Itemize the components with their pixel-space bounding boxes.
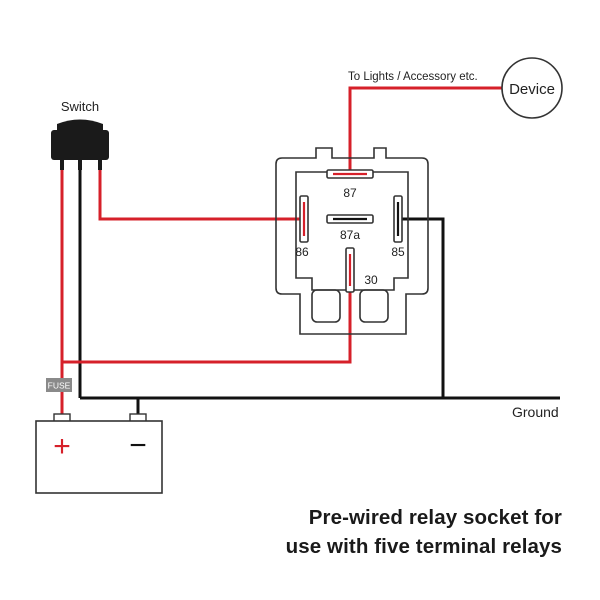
caption-line-2: use with five terminal relays <box>285 535 562 558</box>
battery-positive-symbol: + <box>53 430 71 463</box>
switch-terminal-left <box>60 159 64 170</box>
terminal-87-label: 87 <box>343 186 357 200</box>
wire-pin-30-feed <box>62 257 352 364</box>
device-circle <box>501 57 563 119</box>
ground-label: Ground <box>512 404 559 420</box>
device-label: Device <box>509 81 555 98</box>
wire-switch-to-pin-86 <box>98 168 304 221</box>
to-lights-label: To Lights / Accessory etc. <box>348 71 478 83</box>
terminal-85-label: 85 <box>391 245 405 259</box>
battery-body <box>35 420 163 494</box>
relay-socket-right-foot <box>359 289 389 323</box>
terminal-30-label: 30 <box>364 273 378 287</box>
switch-label: Switch <box>61 99 99 114</box>
ground-wires <box>78 168 560 414</box>
switch-rocker <box>57 119 103 132</box>
switch-terminal-middle <box>78 159 82 170</box>
relay-socket-outline <box>275 147 429 335</box>
fuse <box>46 378 72 392</box>
terminal-87a-label: 87a <box>340 228 360 242</box>
terminal-86-label: 86 <box>295 245 309 259</box>
relay-socket-left-foot <box>311 289 341 323</box>
battery <box>35 413 163 494</box>
wire-pin-87-to-device <box>348 86 504 172</box>
rocker-switch <box>51 119 109 170</box>
fuse-label: FUSE <box>48 381 71 391</box>
ground-wire-pin-85 <box>398 217 445 398</box>
battery-negative-symbol: − <box>129 429 147 462</box>
positive-wires <box>60 86 504 418</box>
pin-contacts <box>302 172 367 286</box>
caption-line-1: Pre-wired relay socket for <box>308 506 562 529</box>
relay-socket-inner-outline <box>295 171 409 291</box>
switch-terminal-right <box>98 159 102 170</box>
switch-body <box>51 130 109 160</box>
